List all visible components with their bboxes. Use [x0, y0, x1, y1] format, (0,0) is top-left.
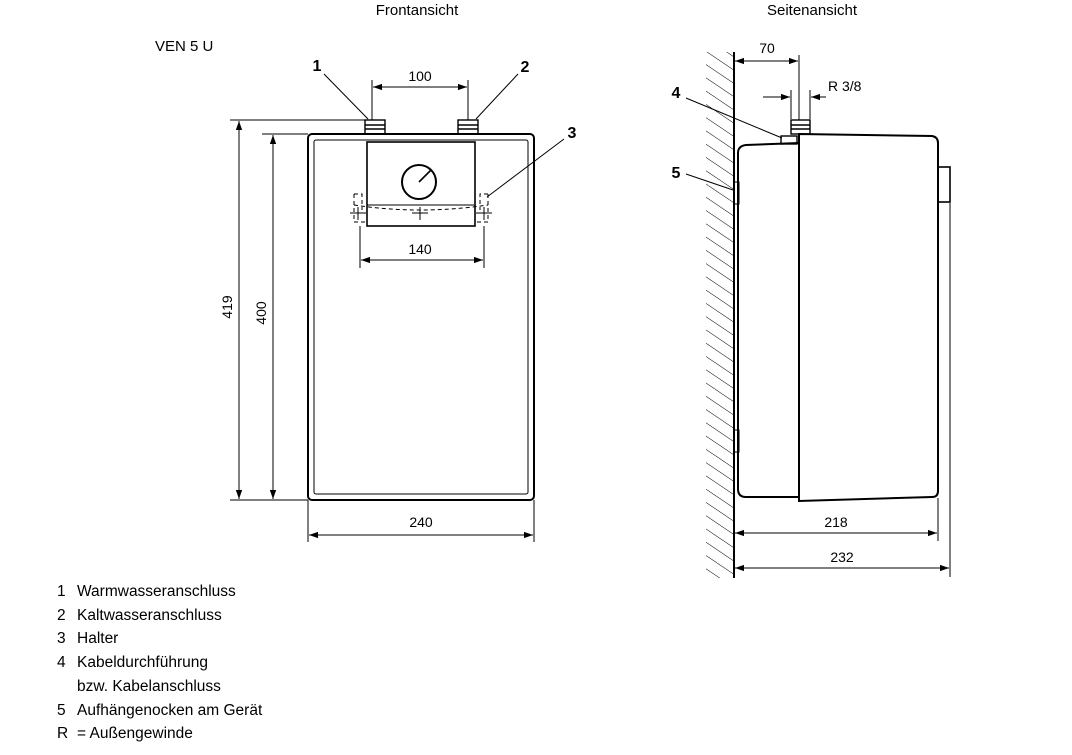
hot-water-connection — [364, 119, 386, 135]
dim-218-label: 218 — [824, 514, 848, 530]
dim-400-label: 400 — [253, 301, 269, 325]
legend-item: 5 Aufhängenocken am Gerät — [57, 699, 262, 723]
legend-item: R = Außengewinde — [57, 722, 262, 746]
front-view — [307, 119, 535, 501]
legend-item: 2 Kaltwasseranschluss — [57, 604, 262, 628]
legend-text: Kabeldurchführung — [77, 654, 208, 672]
dim-100-label: 100 — [408, 68, 432, 84]
side-view — [706, 52, 951, 578]
control-panel — [366, 141, 476, 227]
callout-3: 3 — [568, 125, 577, 142]
side-rear-housing — [737, 142, 800, 498]
model-label: VEN 5 U — [155, 38, 213, 55]
legend-text: bzw. Kabelanschluss — [77, 677, 221, 695]
legend-item: 1 Warmwasseranschluss — [57, 580, 262, 604]
front-view-title: Frontansicht — [376, 2, 459, 19]
hanging-lug-upper — [733, 181, 740, 205]
callout-1: 1 — [313, 58, 322, 75]
legend-item: bzw. Kabelanschluss — [57, 675, 262, 699]
callout-5: 5 — [672, 165, 681, 182]
cable-lead-through — [780, 135, 798, 145]
dim-70-label: 70 — [759, 40, 775, 56]
callout-2: 2 — [521, 59, 530, 76]
front-housing-inner — [313, 139, 529, 495]
legend-item: 3 Halter — [57, 627, 262, 651]
front-dimensions — [230, 73, 565, 542]
side-front-housing — [798, 132, 939, 503]
side-control-knob — [937, 166, 951, 203]
callout-4: 4 — [672, 85, 681, 102]
holder-screw-marks — [350, 207, 492, 220]
side-connection — [790, 119, 811, 135]
wall-hatching — [706, 52, 734, 578]
legend-key: 1 — [57, 583, 66, 600]
temperature-knob-pointer — [418, 169, 432, 183]
legend-key: 2 — [57, 606, 66, 624]
dim-thread-label: R 3/8 — [828, 78, 862, 94]
cold-water-connection — [457, 119, 479, 135]
legend-key — [57, 675, 77, 699]
legend-text: = Außengewinde — [77, 725, 193, 743]
front-housing — [307, 133, 535, 501]
legend-text: Aufhängenocken am Gerät — [77, 701, 263, 719]
legend-key: 4 — [57, 654, 66, 672]
legend-key: 5 — [57, 701, 66, 719]
legend-key: R — [57, 725, 69, 743]
dim-419-label: 419 — [219, 295, 235, 319]
legend: 1 Warmwasseranschluss 2 Kaltwasseranschlus… — [57, 580, 262, 746]
dim-140-label: 140 — [408, 241, 432, 257]
temperature-knob — [401, 164, 437, 200]
hanging-lug-lower — [733, 429, 740, 453]
legend-text: Kaltwasseranschluss — [77, 606, 222, 624]
legend-key: 3 — [57, 630, 66, 648]
dim-232-label: 232 — [830, 549, 854, 565]
dim-240-label: 240 — [409, 514, 433, 530]
legend-text: Warmwasseranschluss — [77, 583, 236, 600]
legend-item: 4 Kabeldurchführung — [57, 651, 262, 675]
side-dimensions — [685, 55, 951, 577]
legend-text: Halter — [77, 630, 119, 648]
side-view-title: Seitenansicht — [767, 2, 858, 19]
